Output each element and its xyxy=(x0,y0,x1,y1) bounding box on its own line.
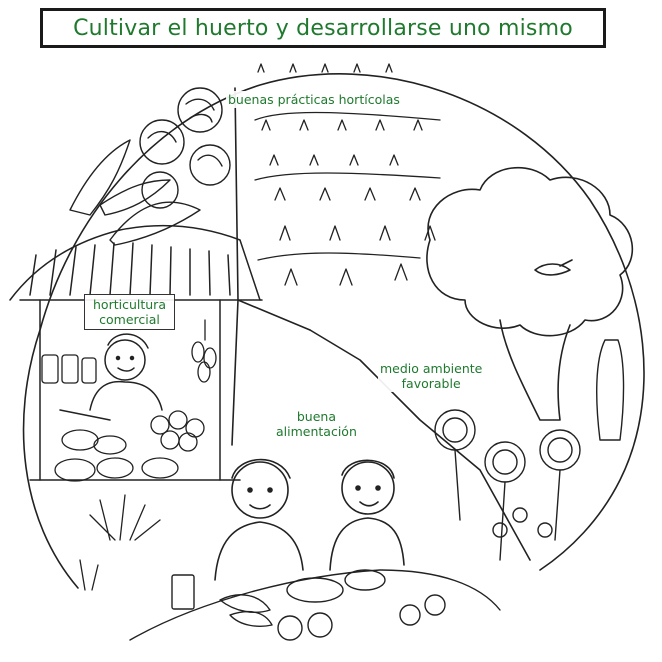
vendor-woman xyxy=(59,333,163,421)
cactus xyxy=(596,339,625,441)
title-box: Cultivar el huerto y desarrollarse uno m… xyxy=(40,8,606,48)
label-medio-line1: medio ambiente xyxy=(380,361,483,376)
food-table xyxy=(129,569,501,641)
market-produce xyxy=(54,410,205,482)
label-buena-line1: buena xyxy=(296,409,336,424)
bird xyxy=(534,259,573,276)
label-horticultura-line2: comercial xyxy=(99,312,160,327)
sunflowers xyxy=(434,409,581,561)
grass xyxy=(79,494,161,591)
boy xyxy=(214,458,304,581)
circle-outline xyxy=(22,73,645,589)
section-divider-top xyxy=(237,299,311,331)
page-title: Cultivar el huerto y desarrollarse uno m… xyxy=(73,15,573,41)
label-buenas-practicas: buenas prácticas hortícolas xyxy=(226,91,402,108)
tree xyxy=(426,166,634,421)
market-jars xyxy=(41,354,97,384)
banana-leaves xyxy=(69,139,201,246)
hanging-produce xyxy=(191,319,217,383)
label-buena-alimentacion: buena alimentación xyxy=(274,408,359,440)
label-medio-ambiente: medio ambiente favorable xyxy=(378,360,485,392)
section-divider-center xyxy=(309,329,531,561)
cabbages xyxy=(139,87,231,209)
section-divider-left xyxy=(231,87,239,446)
label-horticultura-comercial: horticultura comercial xyxy=(84,294,175,330)
label-buena-line2: alimentación xyxy=(276,424,357,439)
label-horticultura-line1: horticultura xyxy=(93,297,166,312)
thatched-hut xyxy=(9,224,263,481)
label-medio-line2: favorable xyxy=(401,376,461,391)
seedling-rows xyxy=(254,63,441,286)
girl xyxy=(329,459,405,571)
